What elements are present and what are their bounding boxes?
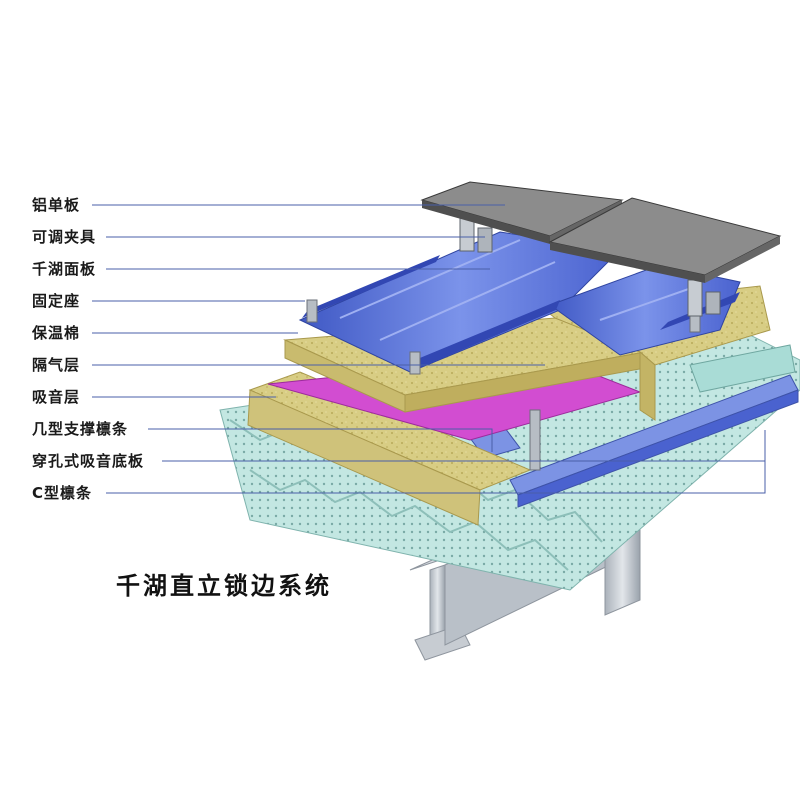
label-hat-support-purlin: 几型支撑檩条 (32, 420, 129, 438)
label-perforated-deck: 穿孔式吸音底板 (32, 452, 145, 470)
adjustable-clamps (459, 214, 721, 317)
c-purlin (509, 374, 799, 508)
label-c-purlin: C型檩条 (32, 484, 93, 502)
diagram-caption: 千湖直立锁边系统 (116, 571, 332, 600)
label-roof-panel: 千湖面板 (32, 260, 97, 278)
label-vapor-barrier: 隔气层 (32, 356, 81, 374)
label-adjustable-clamp: 可调夹具 (32, 228, 97, 246)
aluminum-panels (420, 181, 782, 283)
label-insulation-wool: 保温棉 (32, 324, 81, 342)
leader-lines (92, 204, 766, 494)
label-aluminum-panel: 铝单板 (32, 196, 81, 214)
label-sound-absorbing-layer: 吸音层 (32, 388, 81, 406)
label-fixing-seat: 固定座 (32, 292, 81, 310)
